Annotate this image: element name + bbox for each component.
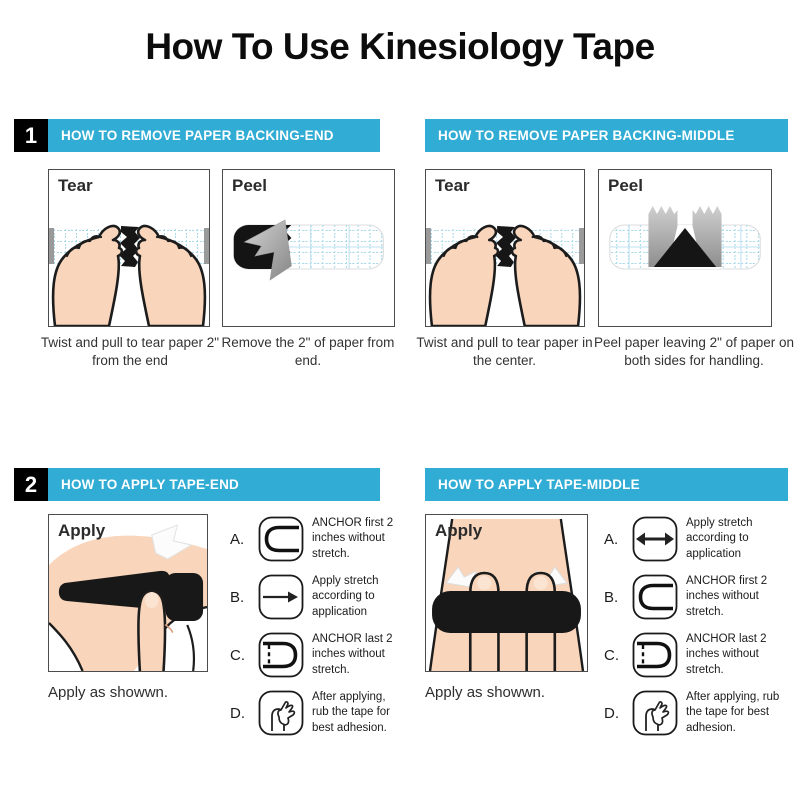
rub-hand-icon [632,690,678,736]
step-row: D. After applying, rub the tape for best… [230,690,398,736]
step-letter: C. [230,646,245,664]
section-header-remove-middle: HOW TO REMOVE PAPER BACKING-MIDDLE [425,119,788,152]
panel-apply-end: Apply [48,514,208,672]
step-letter: A. [604,530,619,548]
caption-apply-middle: Apply as showwn. [425,684,546,701]
section-header-bar: HOW TO APPLY TAPE-MIDDLE [425,468,788,501]
page-title: How To Use Kinesiology Tape [145,26,655,67]
anchor-first-icon [258,516,304,562]
section-header-apply-end: 2 HOW TO APPLY TAPE-END [14,468,380,501]
rub-hand-icon [258,690,304,736]
caption-peel-end: Remove the 2" of paper from end. [221,335,395,369]
apply-middle-illustration [428,518,585,671]
panel-label: Apply [435,521,483,540]
section-header-bar: HOW TO REMOVE PAPER BACKING-END [48,119,380,152]
panel-peel-middle: Peel [598,169,772,327]
panel-tear-end: Tear [48,169,210,327]
section-header-remove-end: 1 HOW TO REMOVE PAPER BACKING-END [14,119,380,152]
panel-label: Tear [435,176,470,195]
step-text: Apply stretch according to application [312,575,379,618]
apply-end-illustration [49,524,207,671]
panel-apply-middle: Apply [425,514,588,672]
step-row: C. ANCHOR last 2 inches without stretch. [230,632,398,678]
step-row: B. Apply stretch according to applicatio… [230,574,398,620]
step-letter: D. [604,704,619,722]
step-letter: B. [230,588,245,606]
stretch-both-icon [632,516,678,562]
panel-label: Peel [608,176,643,195]
step-letter: A. [230,530,245,548]
step-row: B. ANCHOR first 2 inches without stretch… [604,574,794,620]
step-letter: D. [230,704,245,722]
panel-tear-middle: Tear [425,169,585,327]
step-text: Apply stretch according to application [686,517,753,560]
steps-apply-middle: A. Apply stretch according to applicatio… [604,516,794,736]
panel-label: Tear [58,176,93,195]
caption-peel-middle: Peel paper leaving 2" of paper on both s… [594,335,794,369]
section-header-bar: HOW TO REMOVE PAPER BACKING-MIDDLE [425,119,788,152]
step-text: ANCHOR last 2 inches without stretch. [686,633,767,676]
anchor-last-icon [258,632,304,678]
steps-apply-end: A. ANCHOR first 2 inches without stretch… [230,516,398,736]
panel-label: Peel [232,176,267,195]
tear-middle-illustration [426,224,584,326]
caption-tear-end: Twist and pull to tear paper 2" from the… [40,335,220,369]
peel-middle-illustration [609,206,761,270]
step-text: After applying, rub the tape for best ad… [312,691,390,734]
panel-label: Apply [58,521,106,540]
step-row: C. ANCHOR last 2 inches without stretch. [604,632,794,678]
step-row: A. ANCHOR first 2 inches without stretch… [230,516,398,562]
section-header-bar: HOW TO APPLY TAPE-END [48,468,380,501]
step-text: After applying, rub the tape for best ad… [686,691,780,734]
step-text: ANCHOR last 2 inches without stretch. [312,633,393,676]
peel-end-illustration [233,219,384,281]
step-letter: C. [604,646,619,664]
tear-end-illustration [49,224,209,326]
step-letter: B. [604,588,619,606]
section-number-badge: 2 [14,468,48,501]
section-header-apply-middle: HOW TO APPLY TAPE-MIDDLE [425,468,788,501]
step-text: ANCHOR first 2 inches without stretch. [686,575,768,618]
anchor-first-icon [632,574,678,620]
arrow-right-icon [258,574,304,620]
step-row: D. After applying, rub the tape for best… [604,690,794,736]
caption-tear-middle: Twist and pull to tear paper in the cent… [416,335,593,369]
panel-peel-end: Peel [222,169,395,327]
step-text: ANCHOR first 2 inches without stretch. [312,517,394,560]
caption-apply-end: Apply as showwn. [48,684,169,701]
anchor-last-icon [632,632,678,678]
step-row: A. Apply stretch according to applicatio… [604,516,794,562]
section-number-badge: 1 [14,119,48,152]
